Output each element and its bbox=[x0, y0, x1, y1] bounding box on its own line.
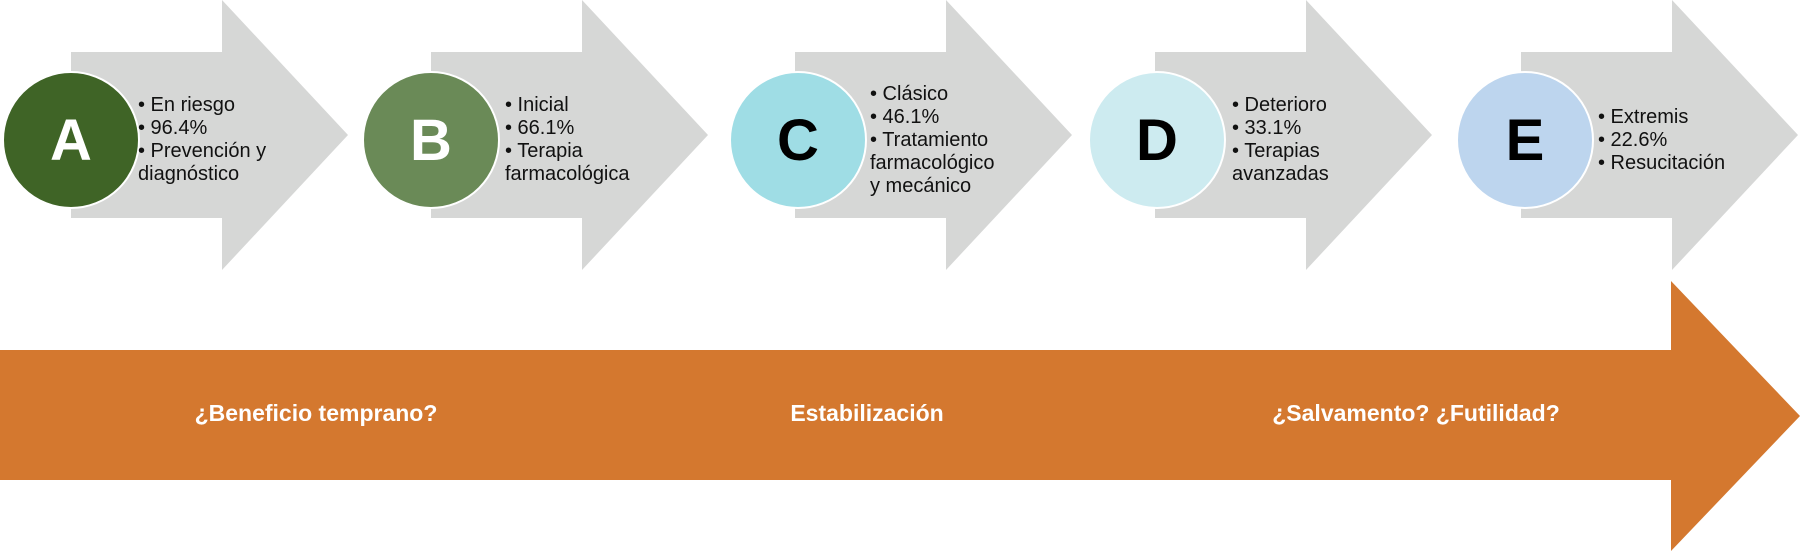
stage-d-letter: D bbox=[1136, 107, 1178, 173]
stage-b-item: • Terapia farmacológica bbox=[505, 140, 630, 185]
stage-c-details: • Clásico • 46.1% • Tratamiento farmacol… bbox=[870, 40, 1040, 240]
stage-d-item: • Deterioro bbox=[1232, 94, 1327, 116]
stage-b-circle: B bbox=[362, 71, 500, 209]
stage-b-letter: B bbox=[410, 107, 452, 173]
stage-d-details: • Deterioro • 33.1% • Terapias avanzadas bbox=[1232, 40, 1402, 240]
timeline-arrow bbox=[0, 281, 1800, 551]
stage-d-circle: D bbox=[1088, 71, 1226, 209]
stage-a-letter: A bbox=[50, 107, 92, 173]
stage-e-item: • Extremis bbox=[1598, 105, 1689, 128]
stage-arrow-e bbox=[1521, 0, 1798, 270]
stage-c-circle: C bbox=[729, 71, 867, 209]
stage-c-item: • Clásico bbox=[870, 82, 949, 105]
phase-salvage-futility: ¿Salvamento? ¿Futilidad? bbox=[1272, 400, 1560, 426]
stage-c-letter: C bbox=[777, 107, 819, 173]
stage-a-details: • En riesgo • 96.4% • Prevención y diagn… bbox=[138, 40, 308, 240]
stage-e-details: • Extremis • 22.6% • Resucitación bbox=[1598, 40, 1768, 240]
phase-stabilization: Estabilización bbox=[790, 400, 944, 426]
stage-c-item: • Tratamiento farmacológico y mecánico bbox=[870, 128, 995, 197]
stage-arrow-b bbox=[431, 0, 708, 270]
stage-c-item: • 46.1% bbox=[870, 105, 940, 128]
stage-d-item: • 33.1% bbox=[1232, 117, 1302, 139]
stage-d-item: • Terapias avanzadas bbox=[1232, 140, 1329, 185]
stage-b-item: • 66.1% bbox=[505, 117, 575, 139]
stage-e-circle: E bbox=[1456, 71, 1594, 209]
stage-arrow-d bbox=[1155, 0, 1432, 270]
stage-arrow-c bbox=[795, 0, 1072, 270]
stage-b-item: • Inicial bbox=[505, 94, 569, 116]
stage-arrow-a bbox=[71, 0, 348, 270]
stage-a-circle: A bbox=[2, 71, 140, 209]
stage-e-item: • 22.6% bbox=[1598, 128, 1668, 151]
stage-a-item: • 96.4% bbox=[138, 117, 208, 139]
stage-e-item: • Resucitación bbox=[1598, 151, 1726, 174]
stage-a-item: • Prevención y diagnóstico bbox=[138, 140, 267, 185]
stage-b-details: • Inicial • 66.1% • Terapia farmacológic… bbox=[505, 40, 675, 240]
stage-e-letter: E bbox=[1505, 107, 1545, 173]
stage-a-item: • En riesgo bbox=[138, 94, 236, 116]
phase-early-benefit: ¿Beneficio temprano? bbox=[194, 400, 438, 426]
